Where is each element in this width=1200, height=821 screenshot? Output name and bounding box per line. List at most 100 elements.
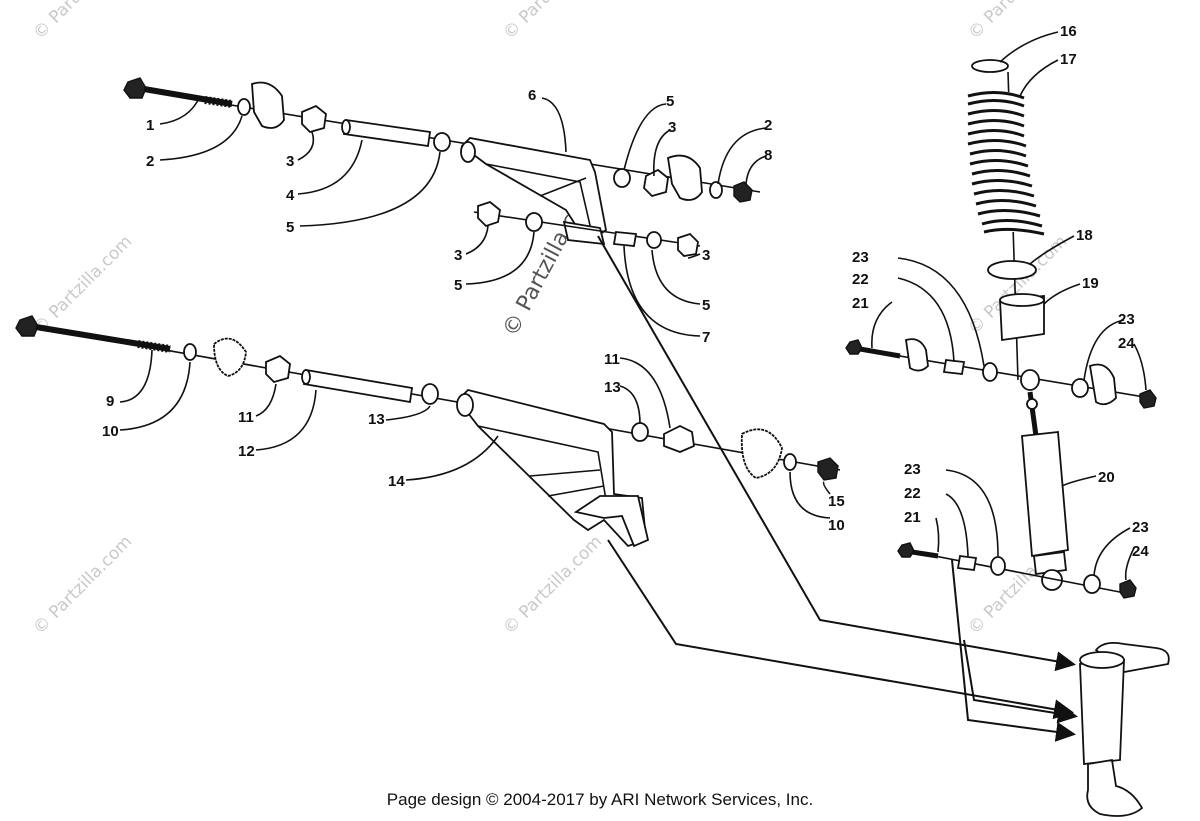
part-washer-23 — [982, 362, 998, 382]
callout-7: 7 — [702, 329, 710, 346]
part-spring-17 — [967, 91, 1045, 236]
part-bushing-3 — [301, 104, 327, 134]
callout-10: 10 — [102, 423, 119, 440]
arrow-upper-arm — [597, 235, 1076, 672]
callout-24: 24 — [1118, 335, 1135, 352]
watermark: © Partzilla.com — [29, 232, 136, 339]
callout-5: 5 — [702, 297, 710, 314]
watermark: © Partzilla.com — [29, 532, 136, 639]
part-washer-10 — [183, 343, 197, 361]
callout-5: 5 — [666, 93, 674, 110]
callout-labels: 1 2 3 4 5 6 5 3 2 8 3 5 5 7 3 9 10 11 12… — [102, 23, 1149, 560]
leader-lines — [119, 31, 1147, 581]
part-bolt-9 — [15, 315, 171, 353]
assembly-arrows — [597, 235, 1078, 742]
part-bracket-plate — [251, 81, 285, 129]
arrow-shock-lower — [951, 559, 1076, 742]
part-spring-retainer-16 — [971, 59, 1009, 73]
callout-16: 16 — [1060, 23, 1077, 40]
callout-12: 12 — [238, 443, 255, 460]
part-bushing-11 — [663, 424, 695, 453]
callout-1: 1 — [146, 117, 154, 134]
copyright-footer: Page design © 2004-2017 by ARI Network S… — [386, 790, 814, 809]
callout-4: 4 — [286, 187, 295, 204]
part-shock-eye — [1020, 369, 1040, 391]
lower-arm-assembly — [15, 315, 841, 548]
part-bumper-19 — [999, 293, 1045, 342]
callout-13: 13 — [604, 379, 621, 396]
callout-22: 22 — [904, 485, 921, 502]
callout-3: 3 — [668, 119, 676, 136]
part-sleeve-22 — [956, 554, 978, 572]
part-sleeve-4 — [341, 118, 432, 148]
part-washer-23 — [1083, 574, 1101, 594]
part-nut-15 — [817, 457, 839, 481]
part-bolt-21 — [897, 542, 939, 559]
part-bushing-3 — [477, 200, 501, 228]
part-bolt-1 — [123, 77, 233, 108]
part-washer-2 — [237, 98, 251, 116]
callout-14: 14 — [388, 473, 405, 490]
part-bracket-plate — [667, 154, 703, 201]
callout-23: 23 — [904, 461, 921, 478]
part-spindle — [1079, 641, 1170, 817]
part-bushing-5 — [433, 132, 451, 152]
part-bolt-21 — [845, 339, 901, 359]
callout-15: 15 — [828, 493, 845, 510]
part-a-arm-14 — [456, 389, 650, 548]
part-bushing-5 — [613, 168, 631, 188]
watermark: © Partzilla.com — [499, 0, 606, 44]
part-bracket-plate — [904, 338, 929, 372]
part-nut-24 — [1119, 579, 1137, 599]
callout-20: 20 — [1098, 469, 1115, 486]
arrow-lower-arm — [607, 539, 1074, 720]
callout-21: 21 — [904, 509, 921, 526]
callout-3: 3 — [702, 247, 710, 264]
part-bushing-13 — [421, 383, 439, 405]
callout-8: 8 — [764, 147, 772, 164]
callout-3: 3 — [454, 247, 462, 264]
part-washer-2 — [709, 181, 723, 199]
callout-21: 21 — [852, 295, 869, 312]
part-sleeve-7 — [612, 231, 638, 247]
part-sleeve-22 — [942, 359, 966, 375]
part-nut-8 — [733, 181, 753, 203]
callout-11: 11 — [604, 351, 620, 368]
callout-9: 9 — [106, 393, 114, 410]
part-bushing-5 — [646, 231, 662, 249]
watermark: © Partzilla.com — [964, 0, 1071, 44]
shock-assembly — [845, 59, 1157, 599]
part-washer-23 — [990, 556, 1006, 576]
callout-23: 23 — [1118, 311, 1135, 328]
part-bracket-plate — [1088, 363, 1117, 406]
callout-10: 10 — [828, 517, 845, 534]
callout-18: 18 — [1076, 227, 1093, 244]
part-shock-20 — [1021, 391, 1069, 591]
callout-23: 23 — [852, 249, 869, 266]
callout-24: 24 — [1132, 543, 1149, 560]
part-bushing-3 — [643, 168, 669, 198]
callout-13: 13 — [368, 411, 385, 428]
callout-5: 5 — [454, 277, 462, 294]
callout-19: 19 — [1082, 275, 1099, 292]
part-washer-23 — [1071, 378, 1089, 398]
callout-11: 11 — [238, 409, 254, 426]
part-spring-seat-18 — [987, 260, 1037, 280]
part-gear-plate — [213, 337, 247, 377]
part-nut-24 — [1139, 389, 1157, 409]
upper-arm-assembly — [123, 77, 761, 257]
part-gear-plate — [740, 428, 783, 479]
part-sleeve-12 — [301, 368, 414, 404]
part-washer-10 — [783, 453, 797, 471]
callout-23: 23 — [1132, 519, 1149, 536]
watermark: © Partzilla.com — [29, 0, 136, 44]
callout-22: 22 — [852, 271, 869, 288]
part-bushing-11 — [265, 354, 291, 384]
callout-6: 6 — [528, 87, 536, 104]
part-bushing-3 — [677, 232, 699, 257]
callout-5: 5 — [286, 219, 294, 236]
callout-3: 3 — [286, 153, 294, 170]
watermark: © Partzilla.com — [499, 532, 606, 639]
part-bushing-5 — [525, 212, 543, 232]
